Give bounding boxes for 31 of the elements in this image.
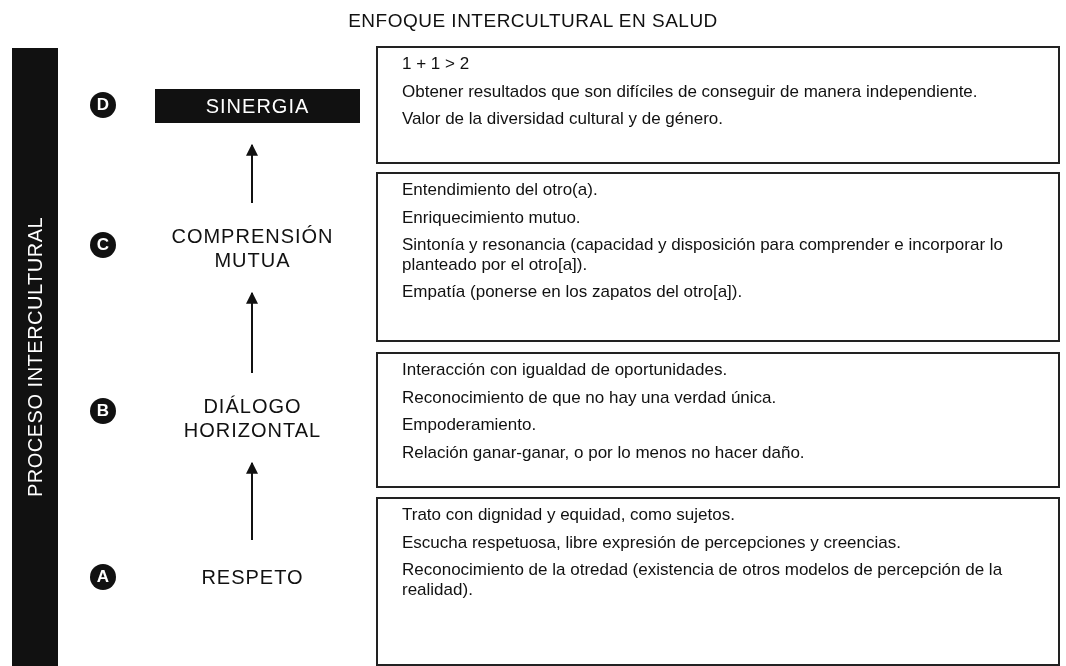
description-text: Relación ganar-ganar, o por lo menos no hacer daño. [402, 442, 806, 463]
arrow [246, 461, 258, 541]
description-box [376, 172, 1060, 342]
description-text: Reconocimiento de que no hay una verdad única. [402, 387, 778, 408]
letter-badge: D [90, 92, 116, 118]
stage-label: DIÁLOGO HORIZONTAL [155, 395, 350, 441]
diagram-title: ENFOQUE INTERCULTURAL EN SALUD [347, 10, 719, 32]
description-text: Reconocimiento de la otredad (existencia de otros modelos de percepción de la realidad). [402, 560, 1004, 600]
stage-label: COMPRENSIÓN MUTUA [135, 225, 370, 271]
description-text: Enriquecimiento mutuo. [402, 207, 582, 228]
letter-badge: A [90, 564, 116, 590]
letter-badge: B [90, 398, 116, 424]
description-text: Obtener resultados que son difíciles de conseguir de manera independiente. [402, 81, 979, 102]
description-text: Escucha respetuosa, libre expresión de percepciones y creencias. [402, 532, 902, 553]
description-box [376, 497, 1060, 666]
description-text: Empatía (ponerse en los zapatos del otro[a]). [402, 282, 744, 302]
description-text: Valor de la diversidad cultural y de género. [402, 109, 724, 129]
description-text: Sintonía y resonancia (capacidad y disposición para comprender e incorporar lo planteado por el otro[a]). [402, 235, 1004, 275]
description-text: Interacción con igualdad de oportunidades. [402, 360, 729, 380]
arrow [246, 291, 258, 374]
letter-badge: C [90, 232, 116, 258]
description-text: Empoderamiento. [402, 415, 538, 435]
arrow [246, 143, 258, 204]
vertical-band: PROCESO INTERCULTURAL [12, 48, 58, 666]
description-text: Trato con dignidad y equidad, como sujetos. [402, 505, 736, 525]
stage-label: RESPETO [175, 562, 330, 592]
description-text: 1 + 1 > 2 [402, 54, 471, 74]
description-box [376, 46, 1060, 164]
description-box [376, 352, 1060, 488]
description-text: Entendimiento del otro(a). [402, 180, 599, 200]
stage-label-box: SINERGIA [155, 89, 360, 123]
